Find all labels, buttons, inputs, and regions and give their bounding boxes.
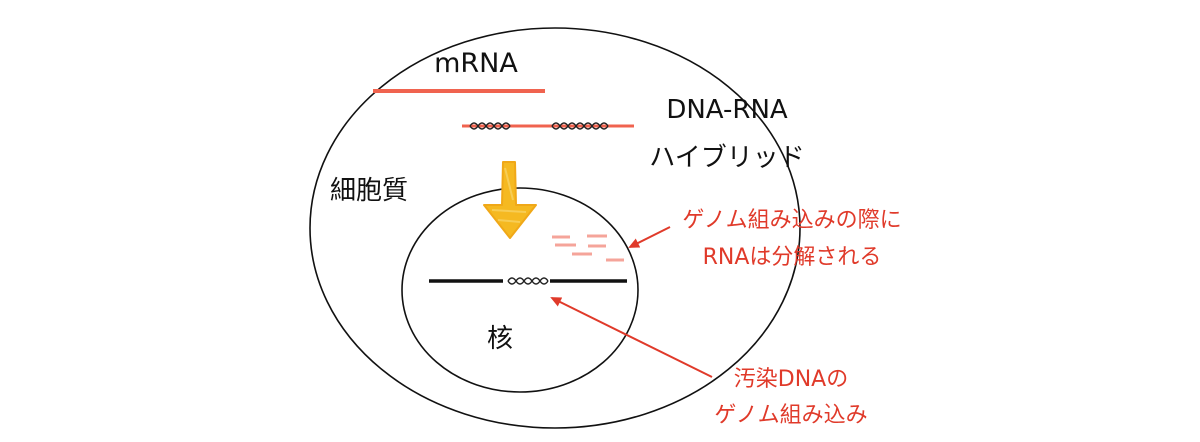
integrated-dna-wave-2 [507,277,549,285]
genomic-dna [429,277,627,285]
degradation-annotation-line2: RNAは分解される [703,245,882,270]
integration-pointer-arrow [550,297,713,378]
hybrid-dna-wave-right-2 [551,122,609,130]
nucleus-label: 核 [487,324,513,354]
integrated-dna-wave [507,277,549,285]
hybrid-dna-wave-right [551,122,609,130]
degradation-pointer-arrow [628,226,671,248]
mrna-label: mRNA [434,48,518,79]
dna-rna-hybrid [462,122,634,130]
hybrid-label-line1: DNA-RNA [666,95,788,125]
cell-membrane [309,27,801,429]
degradation-annotation-line1: ゲノム組み込みの際に [682,208,901,233]
integration-annotation-line2: ゲノム組み込み [714,403,867,428]
hybrid-dna-wave-left [469,122,511,130]
cytoplasm-label: 細胞質 [330,176,408,206]
rna-fragments [552,234,624,262]
hybrid-dna-wave-left-2 [469,122,511,130]
integration-annotation-line1: 汚染DNAの [734,367,848,392]
hybrid-label-line2: ハイブリッド [649,143,804,173]
import-arrow [483,161,537,239]
nucleus-membrane [401,187,639,393]
